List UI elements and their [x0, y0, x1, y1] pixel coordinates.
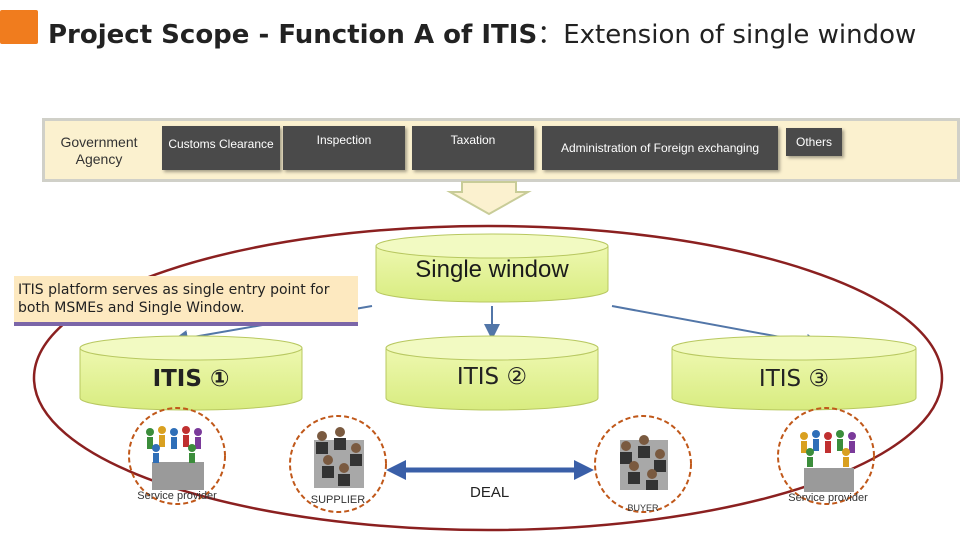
supplier-label: SUPPLIER — [310, 494, 366, 506]
itis-3-label: ITIS ③ — [758, 366, 830, 392]
business-people-icon — [620, 435, 668, 490]
title-accent-block — [0, 10, 38, 44]
service-provider-left-circle — [128, 407, 226, 505]
itis-2-cylinder — [385, 335, 599, 411]
people-group-icon — [800, 430, 856, 492]
service-provider-right-circle — [777, 407, 875, 505]
business-people-icon — [314, 427, 364, 488]
customs-clearance-box: Customs Clearance — [162, 126, 280, 170]
page-title: Project Scope - Function A of ITIS：Exten… — [48, 20, 917, 50]
ecosystem-ellipse — [32, 224, 944, 532]
itis-platform-note: ITIS platform serves as single entry poi… — [14, 276, 358, 326]
government-agency-label: Government Agency — [60, 134, 138, 167]
taxation-box: Taxation — [412, 126, 534, 170]
down-arrow-icon — [446, 181, 532, 216]
service-provider-left-label: Service provider — [137, 490, 217, 502]
deal-double-arrow — [386, 460, 594, 480]
itis-1-label: ITIS ① — [152, 366, 230, 392]
single-window-label: Single window — [415, 256, 569, 283]
buyer-circle — [594, 415, 692, 513]
itis-1-cylinder — [79, 335, 303, 411]
supplier-circle — [289, 415, 387, 513]
foreign-exchange-box: Administration of Foreign exchanging — [542, 126, 778, 170]
itis-3-cylinder — [671, 335, 917, 411]
service-provider-right-label: Service provider — [788, 492, 868, 504]
single-window-cylinder — [375, 233, 609, 303]
itis-2-label: ITIS ② — [456, 364, 528, 390]
people-group-icon — [146, 426, 204, 490]
deal-label: DEAL — [470, 484, 510, 501]
buyer-label: BUYER — [627, 503, 659, 513]
inspection-box: Inspection — [283, 126, 405, 170]
others-box: Others — [786, 128, 842, 156]
